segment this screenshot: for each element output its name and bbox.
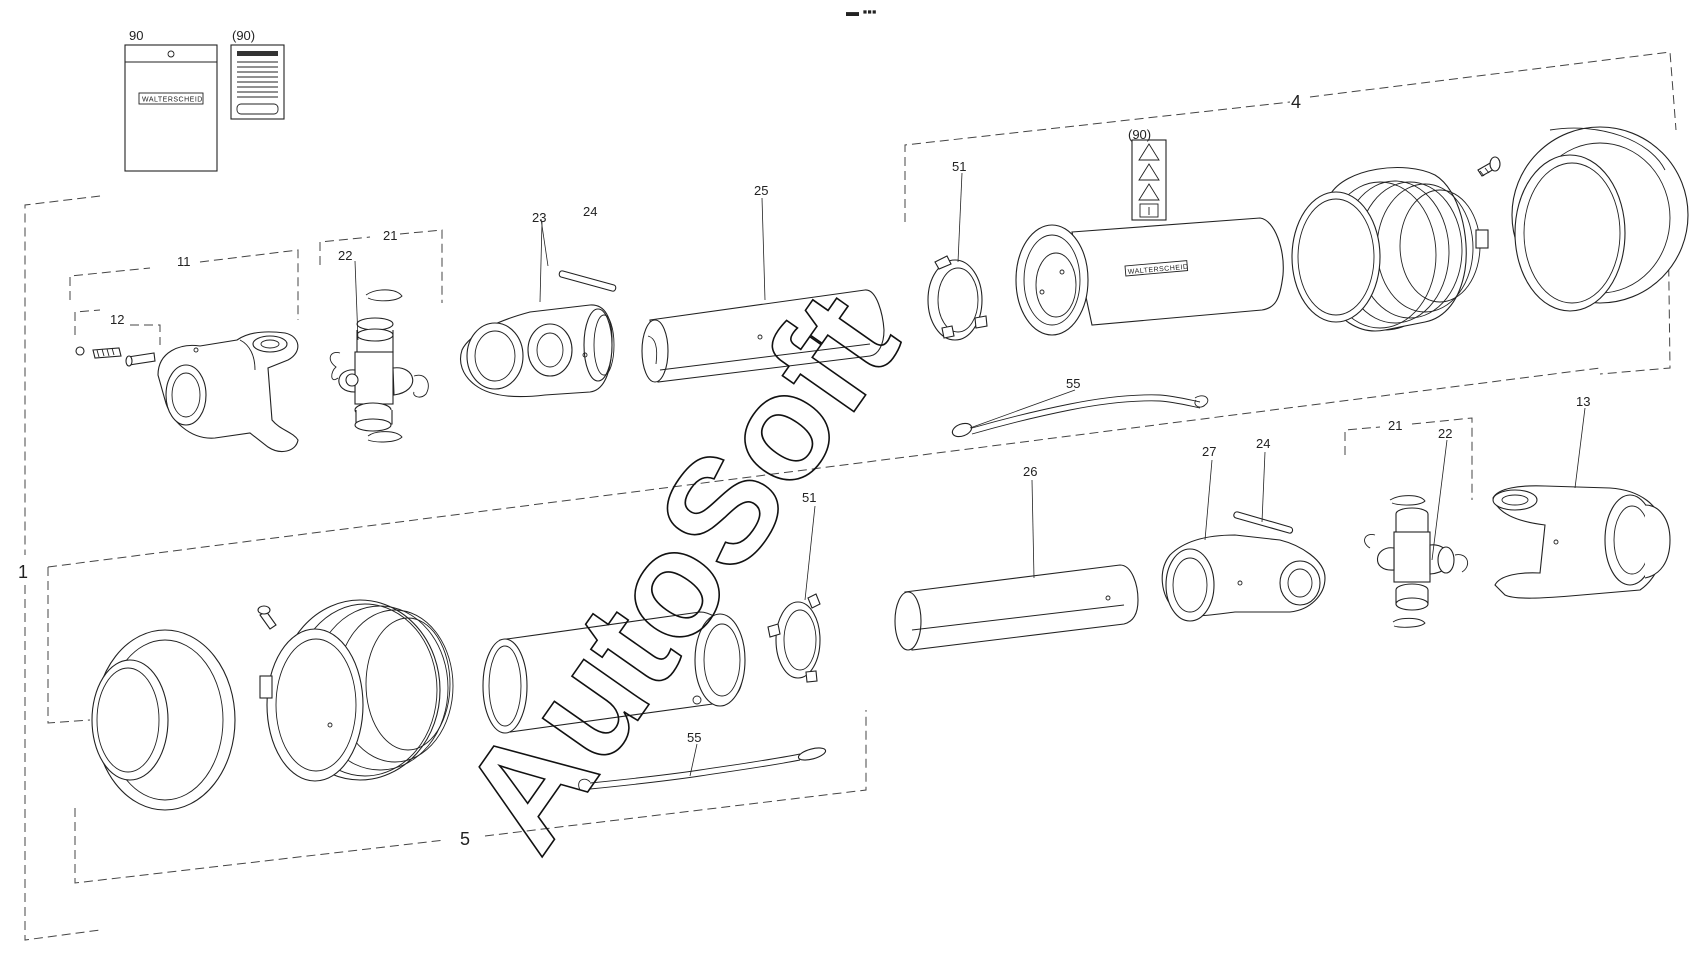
screw-top — [1477, 156, 1501, 177]
pin-24-top — [558, 270, 617, 292]
doc-bag: WALTERSCHEID — [124, 44, 218, 172]
chain-55-bottom — [578, 747, 827, 791]
callout-55-bottom: 55 — [687, 730, 701, 745]
callout-21-top: 21 — [383, 228, 397, 243]
guard-cone-top — [1511, 126, 1689, 312]
leader-lines — [354, 172, 1586, 777]
doc-sheet-header — [237, 51, 278, 56]
group-21-top-outline — [319, 236, 371, 265]
callout-23: 23 — [532, 210, 546, 225]
callout-90: 90 — [129, 28, 143, 43]
doc-sheet — [230, 44, 285, 120]
inner-yoke-27 — [1161, 534, 1326, 622]
assembly-outline-lower — [24, 585, 101, 941]
group-11-outline — [69, 267, 151, 300]
inner-yoke-23 — [459, 304, 615, 398]
callout-26: 26 — [1023, 464, 1037, 479]
bearing-ring-51-top — [927, 255, 988, 341]
doc-bag-brand: WALTERSCHEID — [142, 97, 203, 104]
center-axis-upper — [47, 367, 1601, 568]
callout-13: 13 — [1576, 394, 1590, 409]
callout-25: 25 — [754, 183, 768, 198]
callout-22-bottom: 22 — [1438, 426, 1452, 441]
callout-90-warning: (90) — [1128, 127, 1151, 142]
group-21-bottom-outline — [1344, 426, 1381, 455]
top-marker: ▬ ▪▪▪ — [846, 4, 876, 19]
cross-22-bottom — [1376, 507, 1455, 611]
callout-51-bottom: 51 — [802, 490, 816, 505]
doc-bag-brand-plate — [138, 92, 204, 105]
bellows-bottom — [259, 599, 454, 782]
callout-12: 12 — [110, 312, 124, 327]
callout-51-top: 51 — [952, 159, 966, 174]
tube-half-bottom-outline — [47, 567, 91, 724]
doc-bag-outline — [124, 44, 218, 172]
doc-bag-hole — [167, 50, 175, 58]
callout-24-bottom: 24 — [1256, 436, 1270, 451]
bearing-ring-51-bottom — [767, 593, 821, 683]
doc-sheet-shaft-sketch — [236, 103, 279, 115]
warning-label — [1131, 139, 1167, 221]
callout-90-sheet: (90) — [232, 28, 255, 43]
group-21-top-outline-right — [399, 229, 443, 303]
guard-tube-bottom — [482, 611, 746, 734]
profile-tube-26 — [894, 564, 1139, 651]
tube-half-bottom-outline-bottom — [74, 808, 446, 884]
callout-21-bottom: 21 — [1388, 418, 1402, 433]
cross-22-top — [338, 317, 414, 432]
group-12-outline-right — [130, 324, 161, 345]
profile-tube-25 — [641, 289, 885, 383]
callout-55-top: 55 — [1066, 376, 1080, 391]
yoke-13 — [1492, 485, 1671, 599]
guard-cone-bottom — [91, 629, 236, 811]
yoke-11 — [157, 331, 299, 453]
chain-55-top — [951, 394, 1209, 438]
tube-half-top-outline-right — [1309, 51, 1677, 131]
callout-11: 11 — [177, 254, 191, 269]
tube-half-top-outline — [904, 101, 1291, 222]
guard-brand-plate — [1124, 260, 1189, 277]
group-outlines — [24, 51, 1677, 941]
bolt-set-12 — [75, 346, 156, 367]
pin-24-bottom — [1233, 511, 1294, 534]
callout-24-top: 24 — [583, 204, 597, 219]
circlips-top — [329, 289, 429, 443]
guard-tube-top: WALTERSCHEID — [1015, 217, 1284, 336]
bellows-top — [1291, 166, 1489, 332]
circlips-bottom — [1364, 495, 1469, 628]
screw-bottom — [257, 605, 277, 630]
group-11-outline-right — [199, 249, 299, 320]
callout-1: 1 — [18, 562, 28, 582]
callout-22-top: 22 — [338, 248, 352, 263]
callout-5: 5 — [460, 829, 470, 849]
callout-27: 27 — [1202, 444, 1216, 459]
assembly-outline — [24, 195, 101, 555]
group-12-outline — [74, 309, 101, 335]
callout-4: 4 — [1291, 92, 1301, 112]
tube-half-bottom-outline-right — [484, 710, 867, 837]
group-21-bottom-outline-right — [1411, 417, 1473, 500]
